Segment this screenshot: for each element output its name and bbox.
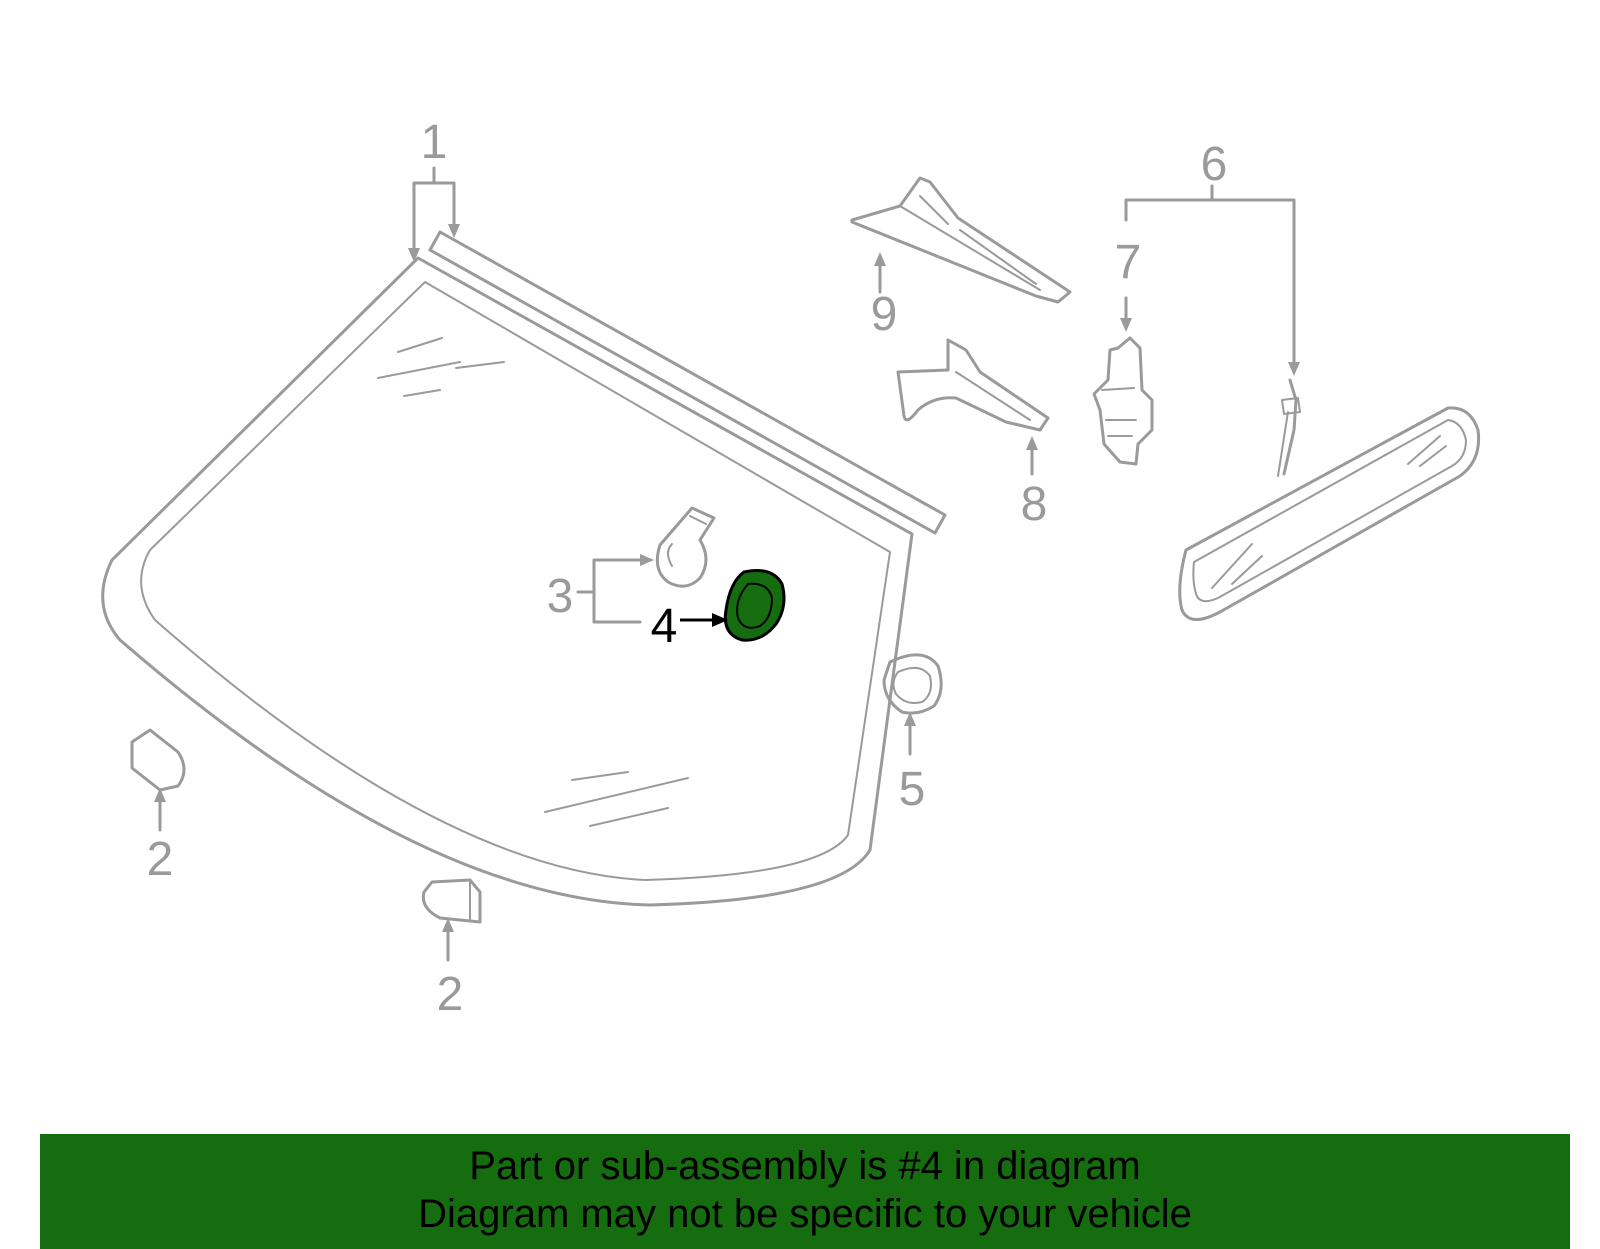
callout-9-label: 9 (871, 288, 898, 341)
mirror-part-6[interactable] (1178, 378, 1481, 621)
callout-8-label: 8 (1021, 478, 1048, 531)
cover-part-5[interactable] (882, 653, 943, 715)
info-banner: Part or sub-assembly is #4 in diagram Di… (40, 1134, 1570, 1249)
clip-part-bottom[interactable] (421, 878, 482, 924)
highlighted-part-4[interactable] (723, 569, 786, 642)
callout-6-leader (1124, 184, 1296, 366)
callout-7-label: 7 (1115, 236, 1142, 289)
mount-part-3[interactable] (655, 506, 716, 588)
clip-part-left[interactable] (130, 728, 186, 792)
banner-line-1: Part or sub-assembly is #4 in diagram (469, 1144, 1141, 1188)
callout-1-label: 1 (421, 116, 448, 169)
callout-4-label: 4 (651, 600, 678, 653)
windshield-part[interactable] (101, 230, 947, 907)
sensor-part-7[interactable] (1092, 336, 1154, 466)
callout-6-label: 6 (1201, 138, 1228, 191)
callout-3-label: 3 (547, 570, 574, 623)
banner-line-2: Diagram may not be specific to your vehi… (418, 1192, 1192, 1236)
callout-2-label-left: 2 (147, 833, 174, 886)
callout-5-label: 5 (899, 763, 926, 816)
cover-part-9[interactable] (850, 176, 1072, 304)
bracket-part-8[interactable] (896, 338, 1050, 432)
callout-3-leader (576, 558, 646, 624)
callout-1-leader (412, 166, 456, 254)
callout-2-label-bottom: 2 (437, 968, 464, 1021)
